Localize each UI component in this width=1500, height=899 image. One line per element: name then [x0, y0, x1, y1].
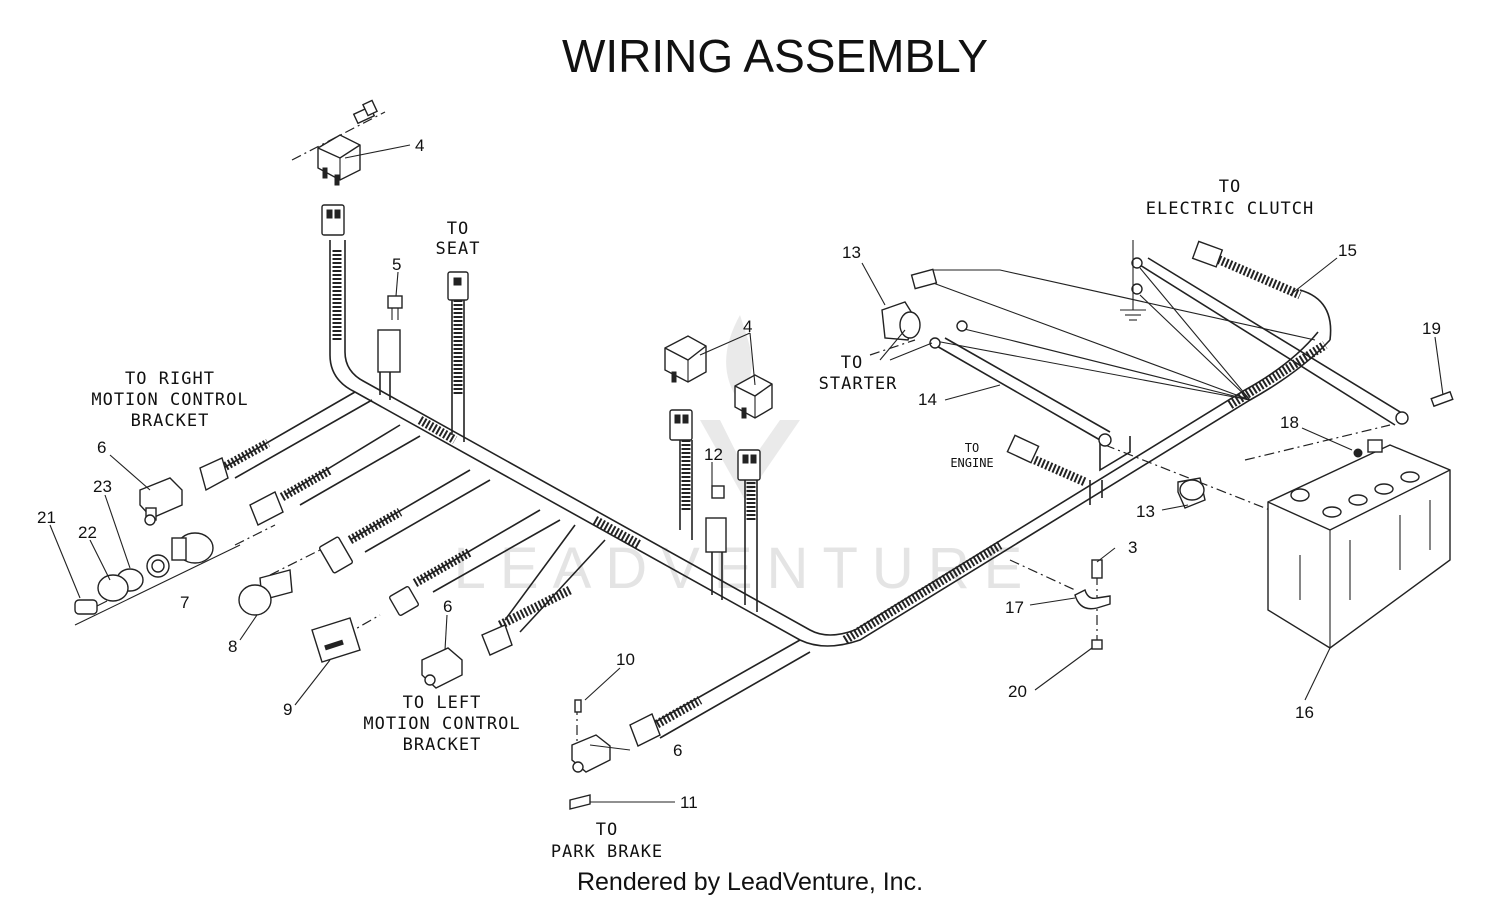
note-park-line2: PARK BRAKE: [551, 842, 663, 862]
nut-18: [1353, 448, 1363, 458]
connector-left-bracket: [481, 624, 513, 656]
bolt-19: [1430, 390, 1454, 408]
note-left-line1: TO LEFT: [403, 693, 482, 713]
note-starter-line1: TO: [841, 353, 863, 373]
screw-10: [574, 699, 582, 713]
battery-16: [1267, 439, 1451, 649]
callout-20: 20: [1008, 682, 1027, 701]
callout-6-park: 6: [673, 741, 682, 760]
upper-connector: [910, 268, 938, 290]
relay-connectors: [669, 409, 761, 481]
nut-20: [1091, 639, 1103, 650]
switch-6-upper: [139, 477, 183, 526]
indicator-8: [238, 569, 293, 616]
note-left-line2: MOTION CONTROL: [363, 714, 520, 734]
relay-middle-a: [664, 335, 707, 383]
connector-keyswitch: [249, 491, 284, 526]
fuse-holder-12: [705, 485, 727, 553]
connector-8: [319, 536, 353, 574]
note-right-line3: BRACKET: [131, 411, 210, 431]
boot-13-upper: [881, 301, 921, 341]
relay-middle-b: [734, 374, 773, 419]
note-park-line1: TO: [596, 820, 618, 840]
switch-6-left: [421, 647, 463, 689]
callout-6-left: 6: [443, 597, 452, 616]
fuse-holder-5: [377, 295, 403, 373]
callout-10: 10: [616, 650, 635, 669]
callout-9: 9: [283, 700, 292, 719]
note-right-line2: MOTION CONTROL: [91, 390, 248, 410]
callout-13-upper: 13: [842, 243, 861, 262]
bolt-3: [1091, 559, 1103, 579]
callout-3: 3: [1128, 538, 1137, 557]
ring-terminals: [929, 257, 1409, 447]
callout-13-lower: 13: [1136, 502, 1155, 521]
callout-15: 15: [1338, 241, 1357, 260]
note-engine-line1: TO: [965, 441, 979, 455]
seat-connector: [447, 271, 469, 301]
boot-13-lower: [1177, 477, 1206, 509]
callout-22: 22: [78, 523, 97, 542]
callout-4-middle: 4: [743, 317, 752, 336]
engine-connector: [1006, 434, 1040, 464]
note-starter-line2: STARTER: [819, 374, 898, 394]
page-title: WIRING ASSEMBLY: [562, 30, 988, 82]
callout-16: 16: [1295, 703, 1314, 722]
callout-6-right: 6: [97, 438, 106, 457]
note-clutch-line2: ELECTRIC CLUTCH: [1146, 199, 1315, 219]
bracket-11: [569, 794, 591, 810]
connector-9: [389, 586, 419, 616]
note-seat-line2: SEAT: [436, 239, 481, 259]
callout-19: 19: [1422, 319, 1441, 338]
connector-right-bracket: [199, 457, 229, 492]
callout-leaders: [49, 144, 1444, 803]
note-left-line3: BRACKET: [403, 735, 482, 755]
callout-5: 5: [392, 255, 401, 274]
connector-top: [321, 204, 345, 236]
clamp-17: [1074, 589, 1111, 610]
destination-notes: TO SEAT TO RIGHT MOTION CONTROL BRACKET …: [91, 177, 1315, 862]
connector-park-brake: [629, 713, 661, 747]
note-clutch-line1: TO: [1219, 177, 1241, 197]
main-harness: [212, 240, 1406, 739]
callout-12: 12: [704, 445, 723, 464]
bolt-top: [352, 99, 378, 125]
note-engine-line2: ENGINE: [950, 456, 993, 470]
callout-17: 17: [1005, 598, 1024, 617]
credit-text: Rendered by LeadVenture, Inc.: [577, 868, 923, 896]
callout-numbers: 4 5 6 23 22 21 7 8 9 6 10 6 11 12 4 13 1…: [37, 136, 1441, 812]
callout-18: 18: [1280, 413, 1299, 432]
hour-meter-9: [311, 617, 361, 663]
callout-7: 7: [180, 593, 189, 612]
ground-symbol: [1120, 240, 1146, 321]
note-seat-line1: TO: [447, 219, 469, 239]
switch-6-park: [571, 734, 611, 773]
callout-21: 21: [37, 508, 56, 527]
callout-8: 8: [228, 637, 237, 656]
callout-14: 14: [918, 390, 937, 409]
callout-23: 23: [93, 477, 112, 496]
relay-top: [317, 134, 361, 186]
note-right-line1: TO RIGHT: [125, 369, 215, 389]
clutch-connector: [1191, 240, 1224, 268]
key-switch-assembly: [74, 532, 241, 626]
callout-4-top: 4: [415, 136, 424, 155]
callout-11: 11: [680, 793, 698, 812]
